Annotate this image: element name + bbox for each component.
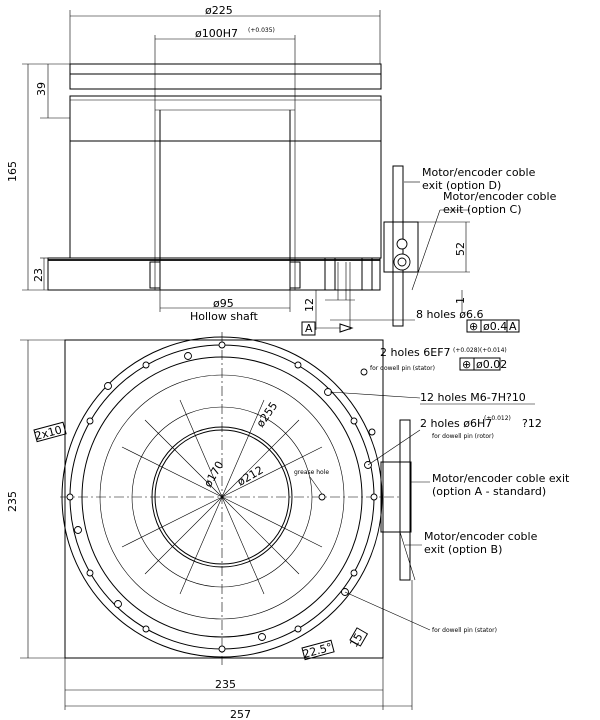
svg-text:2 holes 6EF7: 2 holes 6EF7 — [380, 346, 451, 359]
housing-square — [64, 339, 384, 659]
svg-text:(option A - standard): (option A - standard) — [432, 485, 546, 498]
svg-text:165: 165 — [6, 161, 19, 182]
svg-text:15: 15 — [347, 631, 365, 650]
dim-100h7: ø100H7 — [195, 27, 238, 40]
svg-text:2x10: 2x10 — [33, 423, 63, 443]
svg-text:ø95: ø95 — [213, 297, 234, 310]
svg-text:⊕: ⊕ — [469, 320, 478, 333]
svg-text:1: 1 — [454, 297, 467, 304]
dim-225: ø225 — [205, 4, 233, 17]
top-flange — [69, 63, 382, 75]
svg-text:?12: ?12 — [522, 417, 542, 430]
svg-text:235: 235 — [215, 678, 236, 691]
svg-text:257: 257 — [230, 708, 251, 720]
svg-text:A: A — [509, 320, 517, 333]
upper-ring — [69, 73, 382, 90]
svg-text:for dowell pin (stator): for dowell pin (stator) — [432, 627, 497, 634]
svg-text:exit (option B): exit (option B) — [424, 543, 502, 556]
svg-text:235: 235 — [6, 491, 19, 512]
svg-text:for dowell pin (rotor): for dowell pin (rotor) — [432, 433, 494, 440]
svg-text:Motor/encoder coble: Motor/encoder coble — [443, 190, 557, 203]
svg-text:8 holes ø6.6: 8 holes ø6.6 — [416, 308, 483, 321]
side-elevation: ø225 ø100H7 (+0.035) 165 39 23 ø95 Hollo… — [6, 4, 557, 336]
svg-text:(+0.012): (+0.012) — [484, 415, 511, 422]
svg-text:grease hole: grease hole — [294, 469, 329, 476]
svg-text:⊕: ⊕ — [462, 358, 471, 371]
svg-text:39: 39 — [35, 82, 48, 96]
svg-text:ø212: ø212 — [235, 463, 266, 488]
svg-text:exit (option C): exit (option C) — [443, 203, 522, 216]
svg-text:23: 23 — [32, 268, 45, 282]
svg-text:12: 12 — [303, 298, 316, 312]
svg-text:ø0.02: ø0.02 — [476, 358, 507, 371]
svg-text:ø0.4: ø0.4 — [483, 320, 507, 333]
plan-view: grease hole ø170 ø212 ø255 2x10 22.5° 15… — [6, 332, 570, 720]
svg-text:ø170: ø170 — [201, 459, 226, 490]
svg-text:2 holes ø6H7: 2 holes ø6H7 — [420, 417, 492, 430]
svg-text:A: A — [305, 322, 313, 335]
base-flange — [47, 257, 381, 291]
svg-text:exit (option D): exit (option D) — [422, 179, 501, 192]
svg-text:(+0.035): (+0.035) — [248, 27, 275, 34]
svg-text:for dowell pin (stator): for dowell pin (stator) — [370, 365, 435, 372]
svg-text:52: 52 — [454, 242, 467, 256]
svg-text:Hollow shaft: Hollow shaft — [190, 310, 258, 323]
svg-text:12 holes M6-7H?10: 12 holes M6-7H?10 — [420, 391, 526, 404]
svg-text:Motor/encoder coble exit: Motor/encoder coble exit — [432, 472, 570, 485]
outer-bolt-holes — [66, 341, 378, 653]
svg-text:Motor/encoder coble: Motor/encoder coble — [422, 166, 536, 179]
inner-bolt-holes — [74, 352, 372, 641]
svg-text:Motor/encoder coble: Motor/encoder coble — [424, 530, 538, 543]
svg-text:(+0.028)(+0.014): (+0.028)(+0.014) — [453, 347, 507, 354]
motor-body — [69, 95, 382, 259]
